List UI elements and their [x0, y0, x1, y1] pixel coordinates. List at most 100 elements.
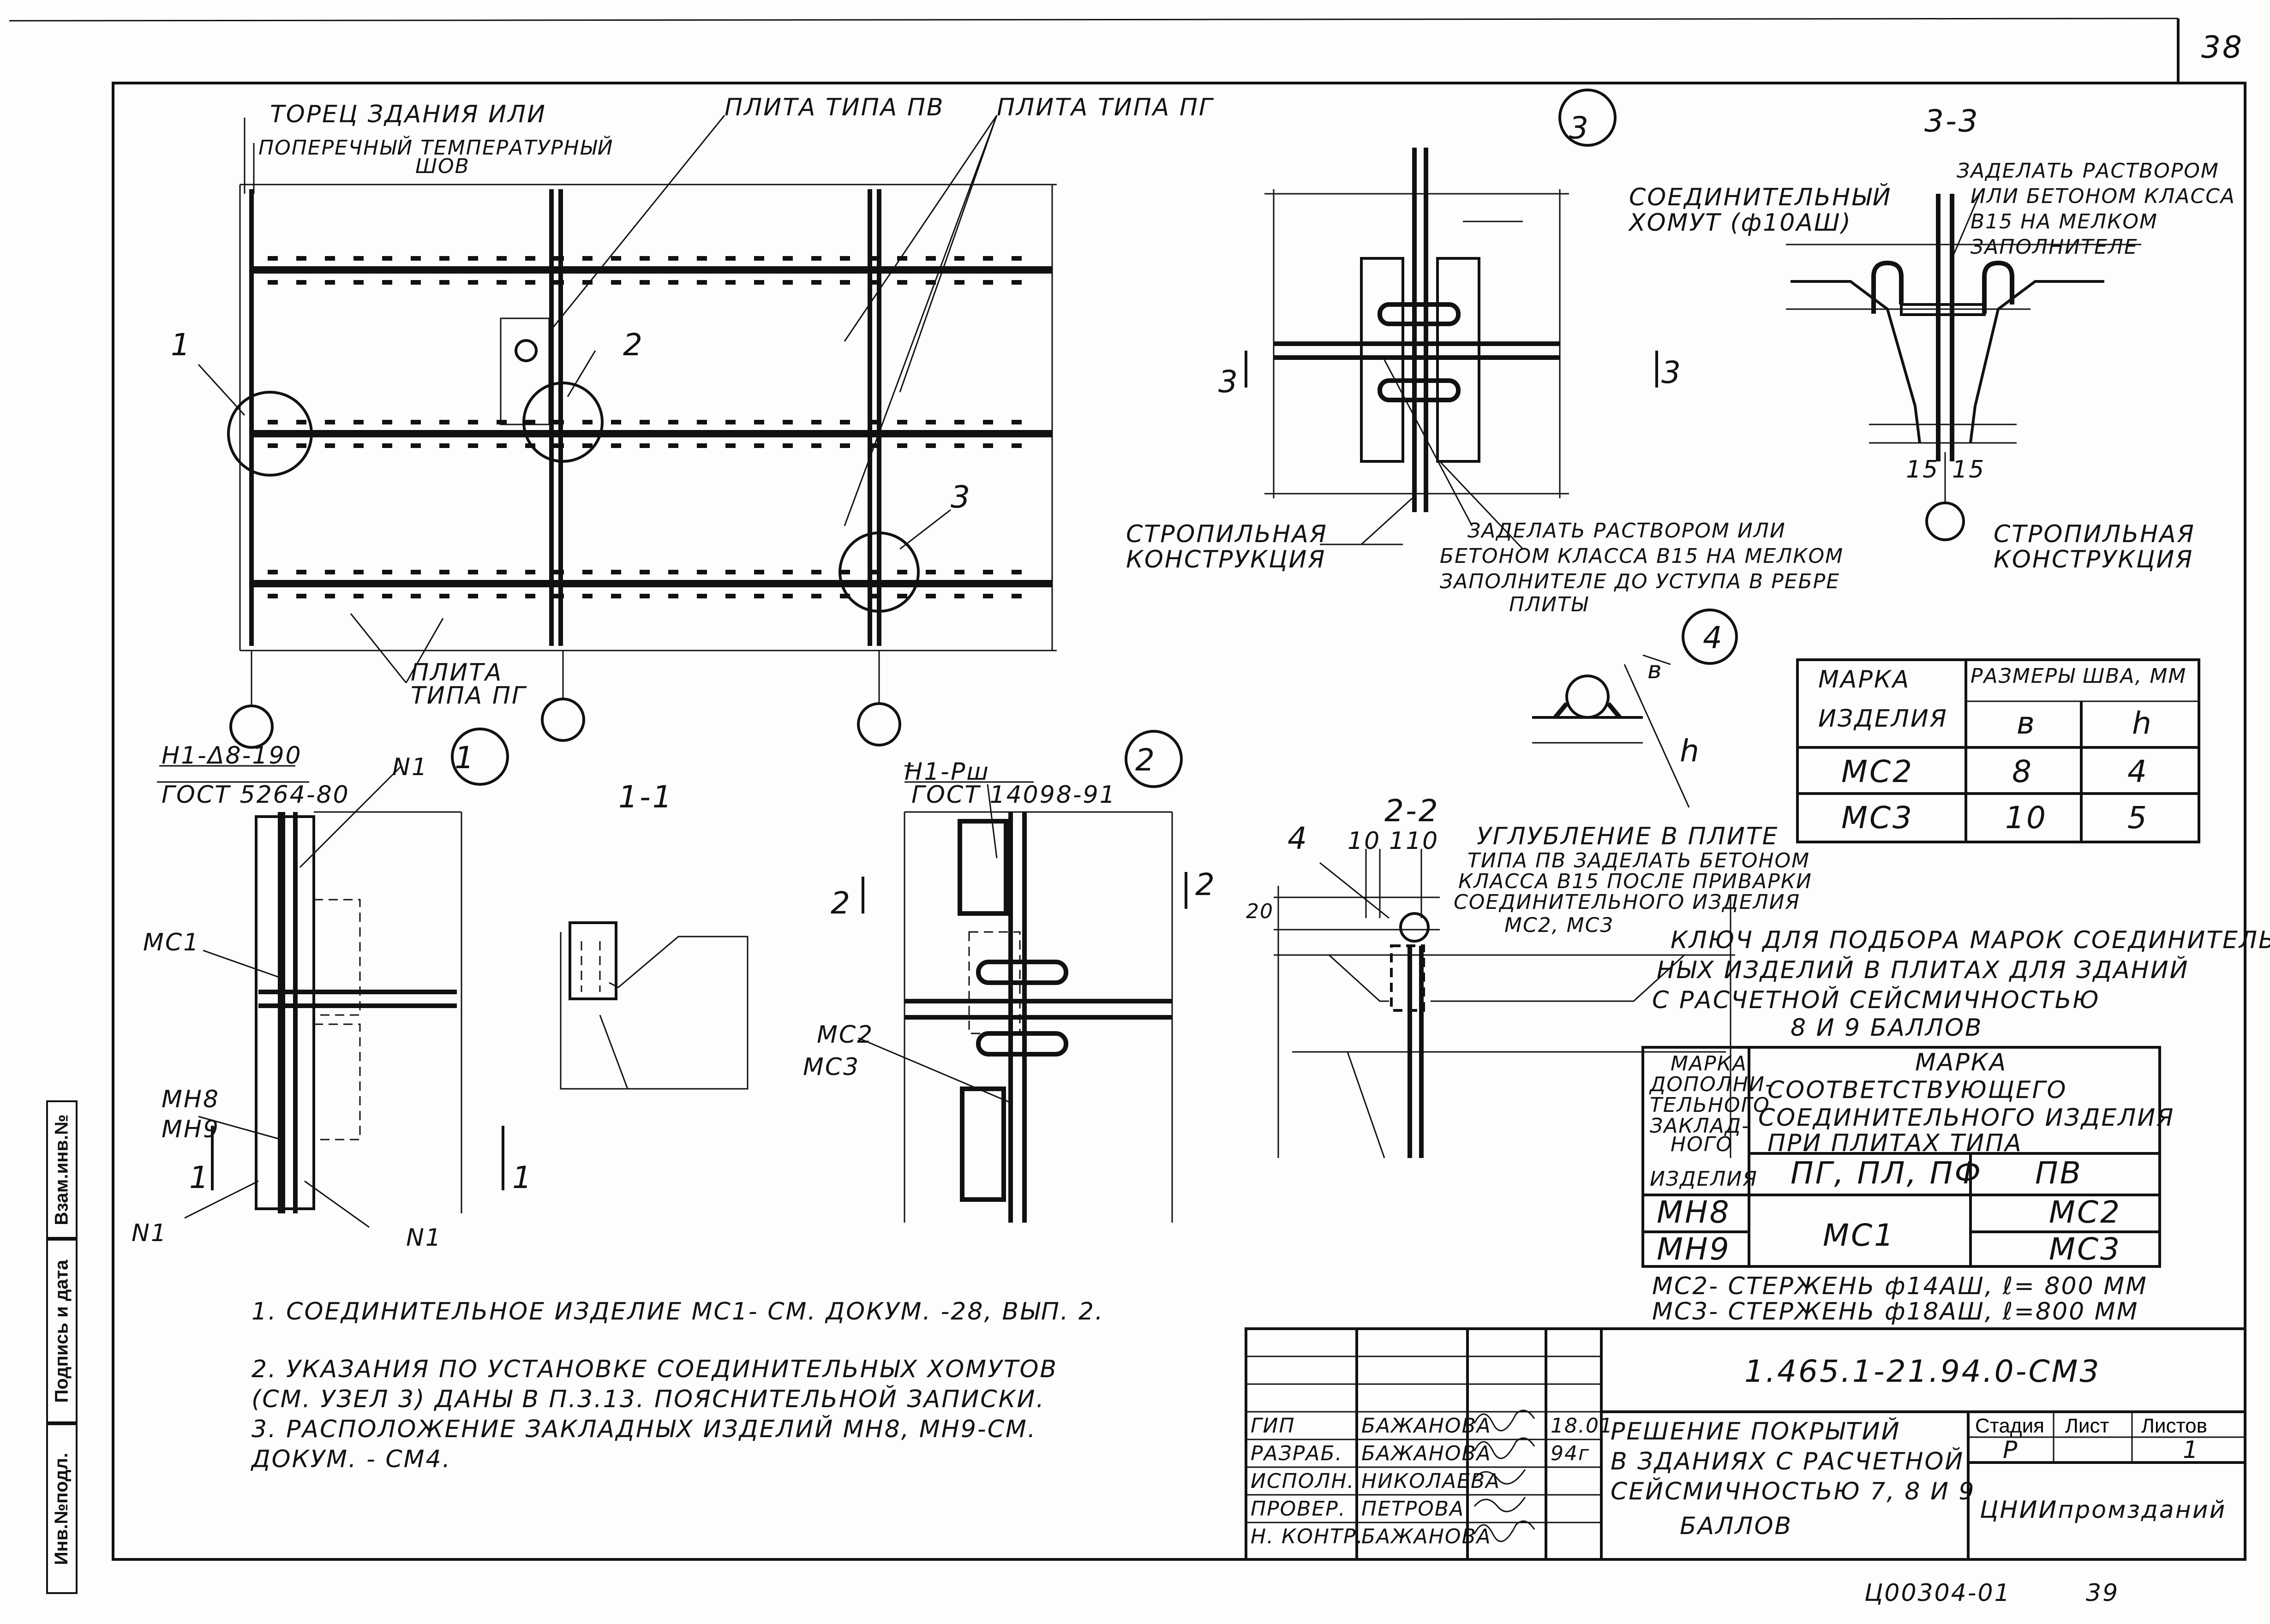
section-3-3-rafter: СТРОПИЛЬНАЯ — [1994, 520, 2195, 548]
node-4-dim-h: h — [1680, 733, 1701, 769]
key-h2-d: ПРИ ПЛИТАХ ТИПА — [1767, 1129, 2023, 1157]
weld-table-header-sizes: РАЗМЕРЫ ШВА, ММ — [1971, 664, 2186, 688]
node-3-fill-note-2: БЕТОНОМ КЛАССА В15 НА МЕЛКОМ — [1440, 544, 1844, 568]
node-1-mn9: МН9 — [162, 1116, 220, 1143]
section-2-2-dim-20: 20 — [1246, 900, 1274, 923]
side-cell-inventory: Инв.№подл. — [46, 1423, 78, 1594]
title-org: ЦНИИпромзданий — [1980, 1496, 2226, 1524]
key-note-2: МС3- СТЕРЖЕНЬ ф18АШ, ℓ=800 ММ — [1652, 1298, 2138, 1325]
weld-table-header-mark: МАРКА — [1818, 666, 1910, 693]
node-4-weld — [1532, 609, 1738, 808]
label-plate-bottom: ПЛИТА — [411, 659, 503, 687]
plan-callout-1: 1 — [171, 327, 192, 363]
note-2: 2. УКАЗАНИЯ ПО УСТАНОВКЕ СОЕДИНИТЕЛЬНЫХ … — [252, 1355, 1058, 1383]
note-3-cont: ДОКУМ. - СМ4. — [251, 1445, 451, 1473]
key-h1: МАРКА — [1671, 1052, 1747, 1075]
signatures — [1473, 1409, 1535, 1542]
node-3-rafter-left: СТРОПИЛЬНАЯ — [1126, 520, 1328, 548]
node-3-fill-note-3: ЗАПОЛНИТЕЛЕ ДО УСТУПА В РЕБРЕ — [1440, 570, 1840, 593]
section-2-2-dim-10: 10 — [1348, 827, 1381, 855]
key-row-2-mark: МН9 — [1657, 1231, 1731, 1267]
node-3-section-label: 3-3 — [1924, 103, 1980, 139]
weld-table-row-2-b: 10 — [2005, 800, 2048, 836]
plan-callout-2: 2 — [623, 327, 644, 363]
role-1-date: 18.01 — [1551, 1414, 1613, 1438]
section-3-3-dim-left: 15 — [1906, 456, 1939, 484]
key-title-3: С РАСЧЕТНОЙ СЕЙСМИЧНОСТЬЮ — [1652, 986, 2100, 1014]
weld-table-col-b: в — [2017, 705, 2036, 741]
node-2-mc2: МС2 — [817, 1021, 874, 1049]
role-2: РАЗРАБ. — [1251, 1442, 1343, 1465]
node-2-weld-ref: Н1-Рш — [904, 758, 990, 786]
section-2-2-label: 2-2 — [1384, 793, 1440, 829]
node-2-cut-right: 2 — [1195, 867, 1216, 902]
node-3-view — [1245, 89, 1658, 550]
node-1-n1-bottom-left: N1 — [132, 1219, 168, 1247]
node-3-marker: 3 — [1569, 110, 1590, 146]
section-2-2-deep-3: КЛАССА В15 ПОСЛЕ ПРИВАРКИ — [1458, 870, 1812, 893]
key-sub-pv: ПВ — [2035, 1155, 2083, 1191]
footer-page: 39 — [2086, 1579, 2119, 1607]
weld-table-header-mark-2: ИЗДЕЛИЯ — [1818, 705, 1948, 733]
node-3-connector: СОЕДИНИТЕЛЬНЫЙ — [1629, 183, 1892, 211]
node-2-gost: ГОСТ 14098-91 — [911, 781, 1116, 809]
key-note-1: МС2- СТЕРЖЕНЬ ф14АШ, ℓ= 800 ММ — [1652, 1272, 2148, 1300]
node-3-cut-right: 3 — [1661, 355, 1683, 390]
key-h2: МАРКА — [1915, 1049, 2007, 1076]
title-sheet-header: Лист — [2065, 1415, 2109, 1437]
note-2-cont: (СМ. УЗЕЛ 3) ДАНЫ В П.3.13. ПОЯСНИТЕЛЬНО… — [252, 1385, 1045, 1413]
role-4: ПРОВЕР. — [1251, 1497, 1346, 1521]
role-1-name: БАЖАНОВА — [1361, 1414, 1491, 1438]
node-1-cut-left: 1 — [189, 1160, 210, 1195]
title-sheets: 1 — [2183, 1436, 2199, 1464]
key-table — [1641, 1046, 2161, 1268]
node-1-mn8: МН8 — [162, 1086, 220, 1113]
weld-table — [1796, 658, 2200, 843]
node-2-marker: 2 — [1135, 742, 1156, 778]
plan-callout-3: 3 — [951, 479, 972, 515]
key-title-4: 8 И 9 БАЛЛОВ — [1791, 1014, 1983, 1042]
section-3-3-note-3: В15 НА МЕЛКОМ — [1971, 210, 2158, 233]
weld-table-row-2-h: 5 — [2127, 800, 2149, 836]
node-2-cut-left: 2 — [831, 885, 852, 921]
section-2-2 — [1274, 849, 1735, 1158]
node-1-n1-top: N1 — [392, 753, 428, 781]
key-sub-pg: ПГ, ПЛ, ПФ — [1791, 1155, 1983, 1191]
key-h1-d: ЗАКЛАД- — [1650, 1114, 1750, 1138]
section-2-2-deep-2: ТИПА ПВ ЗАДЕЛАТЬ БЕТОНОМ — [1467, 849, 1810, 872]
section-2-2-deep-1: УГЛУБЛЕНИЕ В ПЛИТЕ — [1477, 823, 1779, 850]
role-1: ГИП — [1251, 1414, 1295, 1438]
weld-table-row-1-mark: МС2 — [1841, 754, 1914, 789]
node-1-marker: 1 — [455, 740, 476, 776]
note-1: 1. СОЕДИНИТЕЛЬНОЕ ИЗДЕЛИЕ МС1- СМ. ДОКУМ… — [252, 1298, 1104, 1325]
section-1-1 — [560, 921, 749, 1090]
key-h1-c: ТЕЛЬНОГО — [1650, 1093, 1770, 1117]
node-1-mc1: МС1 — [143, 929, 200, 956]
label-plate-pv: ПЛИТА ТИПА ПВ — [725, 94, 945, 121]
role-3-name: НИКОЛАЕВА — [1361, 1469, 1500, 1493]
sheet-frame — [9, 18, 2246, 1561]
role-5-name: БАЖАНОВА — [1361, 1525, 1491, 1548]
role-5: Н. КОНТР. — [1251, 1525, 1364, 1548]
role-2-date: 94г — [1551, 1442, 1590, 1465]
key-row-1-pv: МС2 — [2049, 1194, 2121, 1230]
plan-view — [198, 115, 1057, 749]
section-1-1-label: 1-1 — [618, 779, 674, 815]
title-sheets-header: Листов — [2141, 1415, 2207, 1437]
key-h1-b: ДОПОЛНИ- — [1649, 1073, 1773, 1096]
side-cell-replacement: Взам.инв.№ — [46, 1100, 78, 1239]
section-2-2-deep-4: СОЕДИНИТЕЛЬНОГО ИЗДЕЛИЯ — [1454, 890, 1800, 914]
key-h2-b: СООТВЕТСТВУЮЩЕГО — [1767, 1076, 2067, 1104]
key-row-1-mark: МН8 — [1657, 1194, 1731, 1230]
section-2-2-dim-4: 4 — [1288, 821, 1309, 856]
node-1-weld-ref: Н1-Δ8-190 — [162, 742, 302, 770]
role-4-name: ПЕТРОВА — [1361, 1497, 1464, 1521]
weld-table-row-2-mark: МС3 — [1841, 800, 1914, 836]
title-line-4: БАЛЛОВ — [1680, 1512, 1792, 1540]
node-1-view — [157, 728, 509, 1228]
node-1-n1-bottom-right: N1 — [406, 1224, 442, 1252]
label-joint-2: ШОВ — [415, 155, 470, 178]
label-plate-pg: ПЛИТА ТИПА ПГ — [997, 94, 1214, 121]
node-3-cut-left: 3 — [1218, 364, 1240, 400]
